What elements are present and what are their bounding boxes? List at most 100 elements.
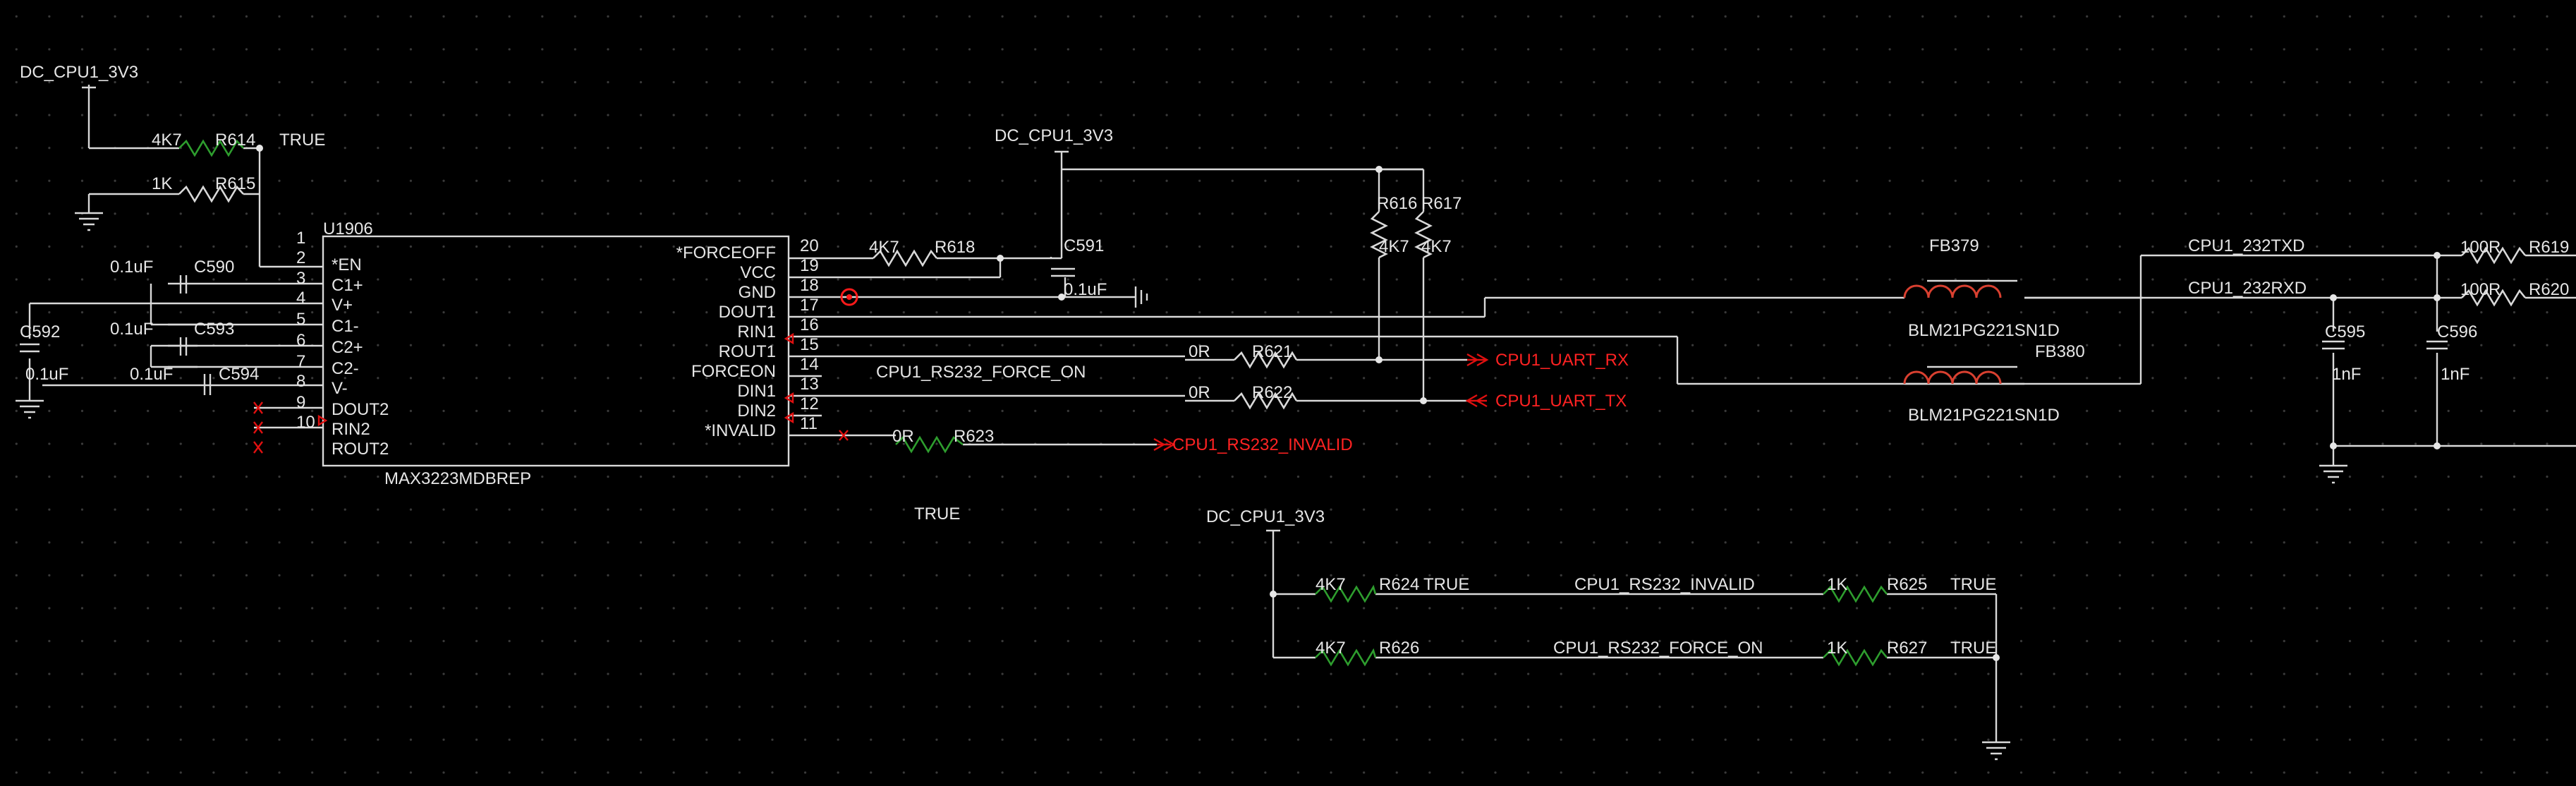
pin-number: 1 xyxy=(296,229,305,248)
resistor-value: 1K xyxy=(1827,639,1847,658)
net-label-txd[interactable]: CPU1_232TXD xyxy=(2188,236,2304,255)
capacitor-ref: C591 xyxy=(1064,236,1104,255)
resistor-value: 100R xyxy=(2460,238,2501,257)
port-uart-rx[interactable]: CPU1_UART_RX xyxy=(1466,351,1629,370)
ferrite-ref: FB380 xyxy=(2035,342,2085,361)
resistor-value: 0R xyxy=(1189,383,1210,402)
resistor-ref: R618 xyxy=(935,238,975,257)
capacitor-c596[interactable]: C596 1nF xyxy=(2426,322,2477,384)
resistor-r617[interactable]: R617 4K7 xyxy=(1414,194,1462,259)
capacitor-ref: C592 xyxy=(20,322,60,341)
net-label-force-on-bottom[interactable]: CPU1_RS232_FORCE_ON xyxy=(1553,639,1763,658)
capacitor-value: 0.1uF xyxy=(110,320,153,339)
capacitor-value: 1nF xyxy=(2332,365,2361,384)
pin-number: 8 xyxy=(296,372,305,391)
chip-part: MAX3223MDBREP xyxy=(384,469,531,488)
capacitor-ref: C595 xyxy=(2325,322,2365,341)
resistor-ref: R620 xyxy=(2529,280,2569,299)
resistor-ref: R615 xyxy=(215,174,255,193)
resistor-r618[interactable]: 4K7 R618 xyxy=(869,238,975,267)
pin-number: 11 xyxy=(800,414,818,433)
red-port-wires xyxy=(1157,358,1487,446)
port-uart-tx[interactable]: CPU1_UART_TX xyxy=(1465,392,1627,411)
port-label: CPU1_UART_TX xyxy=(1495,392,1627,411)
pin-name: V+ xyxy=(332,296,353,315)
resistor-value: 4K7 xyxy=(869,238,899,257)
net-label: DC_CPU1_3V3 xyxy=(995,126,1113,145)
capacitor-c594[interactable]: 0.1uF C594 xyxy=(130,365,259,395)
resistor-r616[interactable]: R616 4K7 xyxy=(1370,194,1417,259)
resistor-ref: R623 xyxy=(954,427,994,446)
pin-number: 18 xyxy=(800,276,819,295)
pin-number: 5 xyxy=(296,310,305,329)
resistor-value: 4K7 xyxy=(1316,575,1346,594)
annotation-true: TRUE xyxy=(1950,575,1996,594)
capacitor-ref: C596 xyxy=(2437,322,2477,341)
ferrite-fb380[interactable]: FB380 BLM21PG221SN1D xyxy=(1903,342,2085,425)
power-3v3-topleft[interactable]: DC_CPU1_3V3 xyxy=(20,63,138,89)
capacitor-c592[interactable]: C592 0.1uF xyxy=(20,322,68,384)
pin-name: C1- xyxy=(332,317,359,336)
capacitor-c590[interactable]: 0.1uF C590 xyxy=(110,258,234,294)
capacitor-c595[interactable]: C595 1nF xyxy=(2322,322,2365,384)
pin-name: RIN1 xyxy=(737,322,776,341)
pin-name: FORCEON xyxy=(691,362,776,381)
junctions xyxy=(256,145,2441,661)
pin-name: C1+ xyxy=(332,276,363,295)
capacitor-c591[interactable]: C591 0.1uF xyxy=(1051,236,1107,299)
resistor-ref: R617 xyxy=(1421,194,1462,213)
capacitor-value: 0.1uF xyxy=(130,365,173,384)
net-label-invalid[interactable]: CPU1_RS232_INVALID xyxy=(1574,575,1755,594)
ferrite-fb379[interactable]: FB379 BLM21PG221SN1D xyxy=(1903,236,2060,340)
pin-input-marker xyxy=(784,392,794,404)
resistor-r625[interactable]: 1K R625 xyxy=(1823,575,1927,603)
resistor-ref: R616 xyxy=(1377,194,1417,213)
resistor-r627[interactable]: 1K R627 xyxy=(1823,639,1927,667)
pin-name: DOUT1 xyxy=(719,303,776,322)
resistor-r623[interactable]: 0R R623 xyxy=(892,427,994,454)
port-label: CPU1_RS232_INVALID xyxy=(1172,435,1353,454)
resistor-value: 100R xyxy=(2460,280,2501,299)
pin-name: DIN1 xyxy=(737,382,776,401)
resistor-r624[interactable]: 4K7 R624 xyxy=(1315,575,1419,603)
resistor-r622[interactable]: 0R R622 xyxy=(1189,383,1298,410)
power-3v3-bottom[interactable]: DC_CPU1_3V3 xyxy=(1206,507,1325,532)
resistor-value: 4K7 xyxy=(152,131,182,150)
resistor-value: 4K7 xyxy=(1379,237,1409,256)
net-label: DC_CPU1_3V3 xyxy=(1206,507,1325,526)
power-3v3-mid[interactable]: DC_CPU1_3V3 xyxy=(995,126,1113,169)
probe-marker[interactable] xyxy=(840,288,858,306)
resistor-value: 0R xyxy=(1189,342,1210,361)
port-rs232-invalid[interactable]: CPU1_RS232_INVALID xyxy=(1153,435,1353,454)
capacitor-c593[interactable]: 0.1uF C593 xyxy=(110,320,234,356)
annotation-true: TRUE xyxy=(914,504,960,524)
net-label-force-on[interactable]: CPU1_RS232_FORCE_ON xyxy=(876,363,1086,382)
resistor-ref: R626 xyxy=(1379,639,1419,658)
resistor-value: 4K7 xyxy=(1316,639,1346,658)
nc-mark xyxy=(253,421,263,434)
resistor-r620[interactable]: 100R R620 xyxy=(2460,280,2569,307)
pin-name: C2- xyxy=(332,359,359,378)
resistor-r626[interactable]: 4K7 R626 xyxy=(1315,639,1419,667)
capacitor-value: 0.1uF xyxy=(1064,280,1107,299)
pin-name: DIN2 xyxy=(737,401,776,421)
resistor-ref: R622 xyxy=(1252,383,1292,402)
ferrite-ref: FB379 xyxy=(1929,236,1979,255)
capacitor-ref: C590 xyxy=(194,258,234,277)
pin-number: 16 xyxy=(800,315,819,334)
net-label-rxd[interactable]: CPU1_232RXD xyxy=(2188,279,2307,298)
resistor-r614[interactable]: 4K7 R614 xyxy=(152,131,255,157)
resistor-r619[interactable]: 100R R619 xyxy=(2460,238,2569,265)
ground-symbol xyxy=(16,212,2347,761)
pin-input-marker xyxy=(784,332,794,345)
capacitor-ref: C593 xyxy=(194,320,234,339)
resistor-r615[interactable]: 1K R615 xyxy=(152,174,255,203)
pin-number: 13 xyxy=(800,375,819,394)
resistor-r621[interactable]: 0R R621 xyxy=(1189,342,1298,369)
pin-name: GND xyxy=(739,283,776,302)
pin-name: V- xyxy=(332,379,348,398)
resistor-ref: R625 xyxy=(1887,575,1927,594)
